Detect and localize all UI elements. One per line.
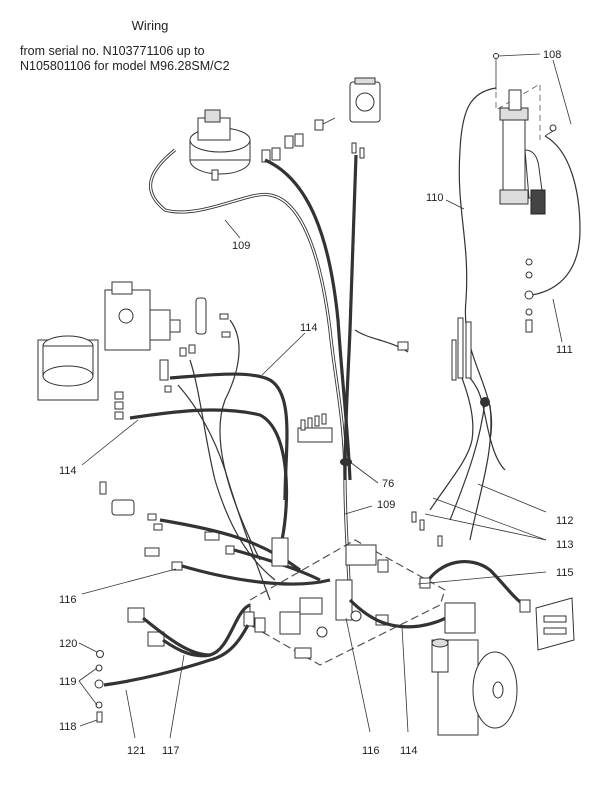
- earth-wire-121: [103, 624, 250, 687]
- wire-114-b: [219, 319, 261, 561]
- microswitch: [99, 481, 107, 495]
- connector: [225, 545, 235, 555]
- switch-body: [111, 499, 135, 516]
- callout-117: 117: [162, 745, 180, 757]
- harness-114-left: [129, 408, 289, 541]
- harness-117-b: [162, 638, 211, 658]
- wire-114-a: [189, 359, 276, 581]
- ignition-connectors: [261, 117, 365, 163]
- callout-114-left: 114: [59, 465, 77, 477]
- callout-108: 108: [543, 49, 561, 61]
- callout-120: 120: [59, 638, 77, 650]
- wire-116-b: [181, 564, 331, 586]
- ntc-sensor: [144, 547, 160, 557]
- wire-113-a: [449, 401, 486, 521]
- display-board: [535, 597, 575, 651]
- callout-113: 113: [556, 539, 574, 551]
- ignition-electrodes: [451, 317, 490, 407]
- callout-114-top: 114: [300, 322, 318, 334]
- callout-116-bottom: 116: [362, 745, 380, 757]
- callout-116-left: 116: [59, 594, 77, 606]
- connector: [114, 411, 124, 420]
- terminal: [419, 519, 425, 531]
- callout-76: 76: [382, 478, 394, 490]
- air-pressure-switch: [349, 77, 381, 123]
- circulating-pump: [431, 602, 518, 736]
- ntc-sensor: [204, 531, 220, 541]
- callout-109-mid: 109: [377, 499, 395, 511]
- wire-114-c: [177, 384, 271, 601]
- subtitle-line-1: from serial no. N103771106 up to: [20, 44, 205, 58]
- callout-112: 112: [556, 515, 574, 527]
- main-control-board: [243, 539, 446, 666]
- wire-110: [458, 87, 497, 441]
- connector: [397, 341, 409, 351]
- terminal: [411, 511, 417, 523]
- washer-stack: [524, 258, 534, 333]
- wire-113-b: [469, 404, 492, 541]
- callout-110: 110: [426, 192, 444, 204]
- connector: [114, 401, 124, 410]
- terminal-block: [297, 413, 333, 443]
- wire-111: [531, 135, 581, 296]
- callout-119: 119: [59, 676, 77, 688]
- subtitle-line-2: N105801106 for model M96.28SM/C2: [20, 59, 230, 73]
- connector: [171, 561, 183, 571]
- callout-111: 111: [556, 344, 573, 356]
- callout-121: 121: [127, 745, 145, 757]
- leader-lines: [78, 53, 572, 739]
- diagram-title: Wiring: [131, 18, 169, 33]
- callout-118: 118: [59, 721, 77, 733]
- wire-electrode-a: [469, 377, 506, 471]
- terminal: [437, 535, 443, 547]
- connector: [114, 391, 124, 400]
- harness-114-top: [169, 372, 289, 501]
- harness-switch: [343, 154, 358, 481]
- board-connector: [271, 537, 289, 567]
- bracket: [159, 297, 231, 393]
- connector: [147, 513, 157, 521]
- callout-109-top: 109: [232, 240, 250, 252]
- callout-114-bottom: 114: [400, 745, 418, 757]
- connector: [153, 523, 163, 531]
- flow-sensor: [493, 53, 557, 215]
- grommet: [340, 458, 352, 466]
- harness-109-inner: [149, 149, 351, 601]
- connector-115-end: [519, 599, 531, 613]
- fan-assembly: [189, 109, 251, 181]
- earth-fixings: [94, 650, 104, 723]
- connector-117: [127, 607, 165, 647]
- wire-electrode-b: [429, 377, 474, 511]
- pump-motor: [37, 335, 99, 401]
- harness-115: [423, 560, 526, 607]
- gas-valve: [104, 281, 181, 351]
- callout-115: 115: [556, 567, 574, 579]
- board-connector: [335, 579, 353, 621]
- diagram-subtitle: from serial no. N103771106 up to N105801…: [20, 44, 252, 74]
